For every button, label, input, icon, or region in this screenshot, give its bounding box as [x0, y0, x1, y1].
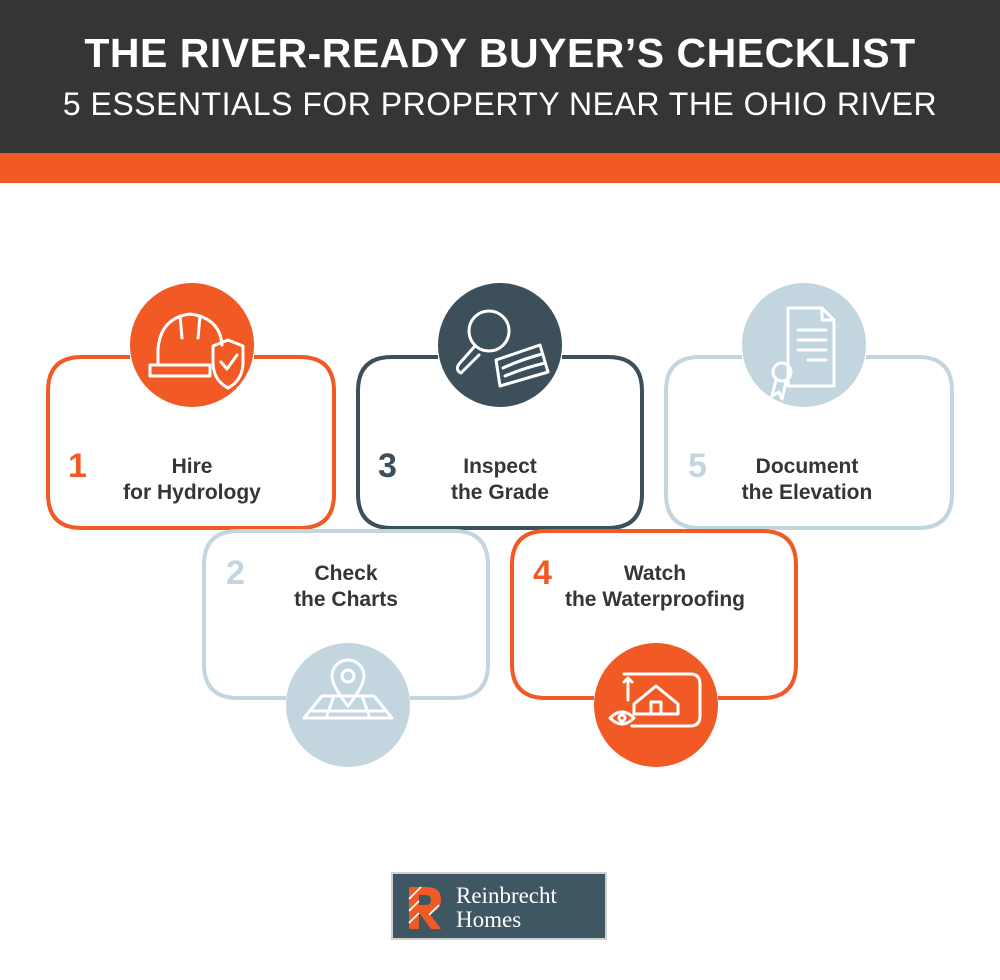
step-3-frame: [356, 355, 644, 530]
logo-line1: Reinbrecht: [456, 883, 557, 908]
hard-hat-shield-check-icon: [130, 283, 254, 407]
step-2-frame: [202, 529, 490, 700]
step-5-number: 5: [688, 447, 707, 485]
step-3-line2: the Grade: [450, 481, 550, 504]
step-4-line2: the Waterproofing: [564, 588, 746, 611]
step-4-frame: [510, 529, 798, 700]
step-2-line2: the Charts: [294, 588, 398, 611]
r-monogram-icon: [408, 886, 441, 929]
step-3-line1: Inspect: [463, 455, 537, 478]
step-2-number: 2: [226, 554, 245, 592]
step-5-line2: the Elevation: [741, 481, 873, 504]
step-1-line1: Hire: [171, 455, 213, 478]
step-2-line1: Check: [314, 562, 378, 585]
step-5-label: Document the Elevation: [687, 454, 927, 506]
magnifier-soil-icon: [438, 283, 562, 407]
step-4-line1: Watch: [623, 562, 687, 585]
header-banner: THE RIVER-READY BUYER’S CHECKLIST 5 ESSE…: [0, 0, 1000, 153]
step-4-number: 4: [533, 554, 552, 592]
house-blueprint-icon: [594, 643, 718, 767]
step-1-line2: for Hydrology: [123, 481, 261, 504]
page-title: THE RIVER-READY BUYER’S CHECKLIST: [84, 30, 916, 76]
step-5-frame: [664, 355, 954, 530]
step-5-line1: Document: [755, 455, 859, 478]
step-3-label: Inspect the Grade: [380, 454, 620, 506]
step-1-frame: [46, 355, 336, 530]
company-logo: Reinbrecht Homes: [391, 872, 607, 940]
logo-text: Reinbrecht Homes: [456, 884, 557, 932]
step-1-label: Hire for Hydrology: [72, 454, 312, 506]
step-3-number: 3: [378, 447, 397, 485]
accent-bar: [0, 153, 1000, 183]
map-pin-icon: [286, 643, 410, 767]
step-4-label: Watch the Waterproofing: [535, 561, 775, 613]
step-1-number: 1: [68, 447, 87, 485]
logo-line2: Homes: [456, 907, 522, 932]
page-subtitle: 5 ESSENTIALS FOR PROPERTY NEAR THE OHIO …: [62, 86, 938, 122]
step-2-label: Check the Charts: [226, 561, 466, 613]
certificate-document-icon: [742, 283, 866, 407]
